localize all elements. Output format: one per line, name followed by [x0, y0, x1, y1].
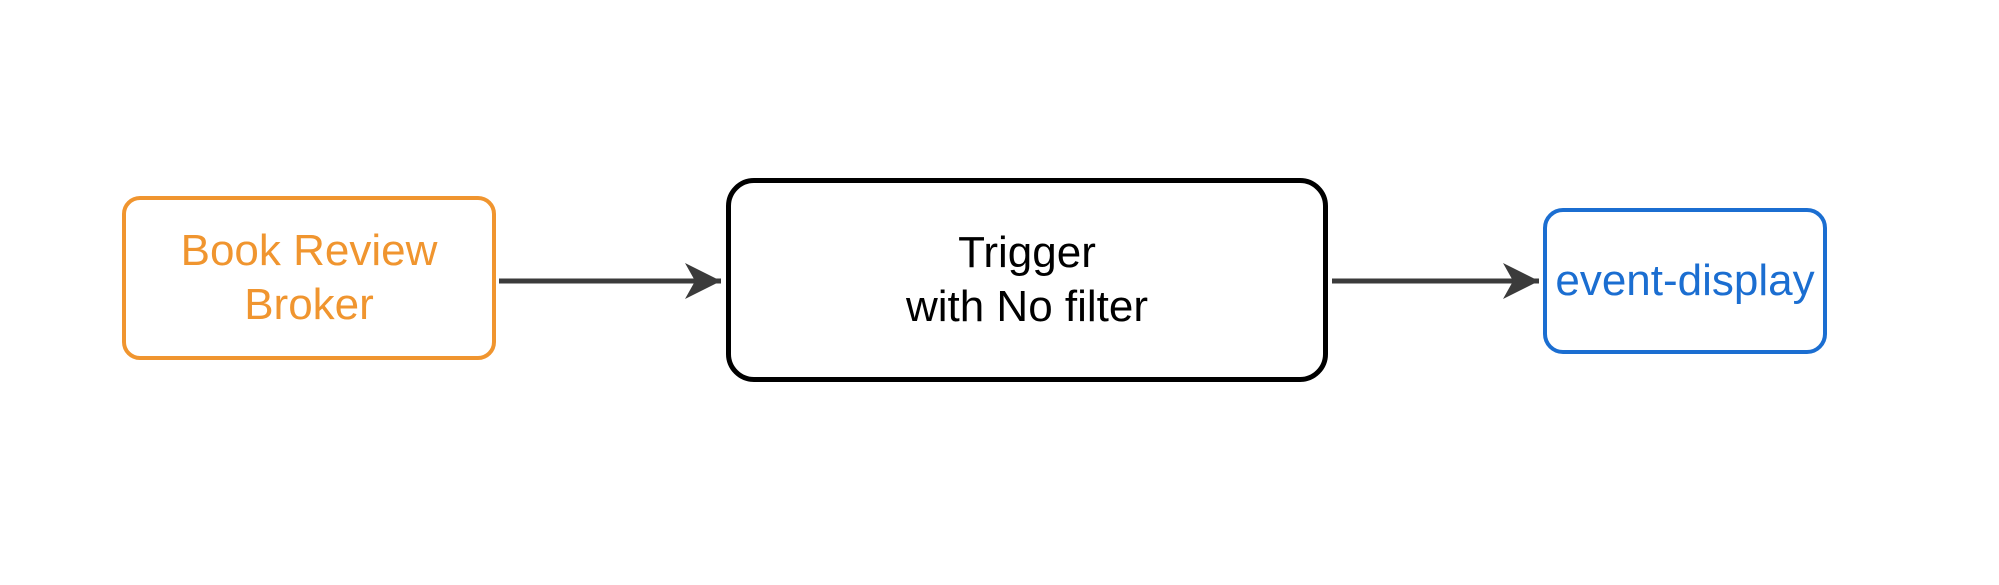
node-book-review-broker: Book Review Broker — [122, 196, 496, 360]
node-trigger-with-no-filter-label: Trigger with No filter — [905, 228, 1149, 331]
node-event-display: event-display — [1543, 208, 1827, 354]
node-book-review-broker-label: Book Review Broker — [180, 226, 438, 329]
node-event-display-label: event-display — [1555, 256, 1815, 305]
node-trigger-with-no-filter: Trigger with No filter — [726, 178, 1328, 382]
